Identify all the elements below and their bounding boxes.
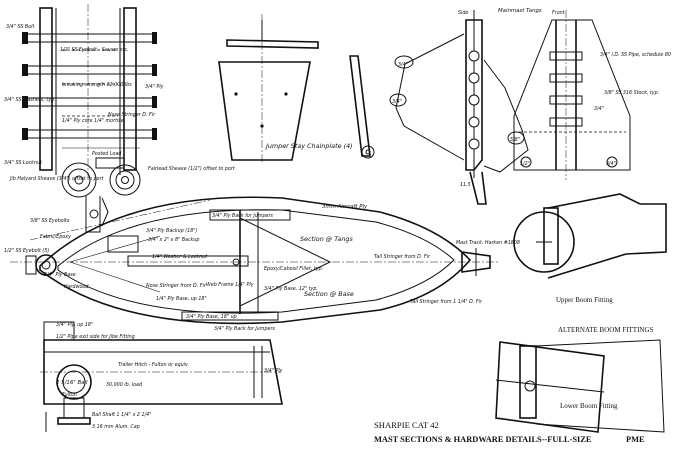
label-ply-up-18: 3/4" Ply, up 18" (56, 322, 93, 328)
label-ply-base-lower: 3/4" Ply Base, 18" up (186, 314, 237, 320)
jumper-stay-chainplate (218, 14, 375, 162)
label-jumper-stay: Jumper Stay Chainplate (4) (264, 142, 353, 150)
label-load-30000: 30,000 lb. load (106, 382, 143, 388)
bolt-row-3 (22, 96, 157, 108)
label-hardwood: Hardwood (64, 284, 89, 290)
label-lower-boom: Lower Boom Fitting (560, 402, 618, 410)
label-backup-34x2x8: 3/4" x 2" x 8" Backup (148, 237, 199, 243)
label-ply-back-jumpers-bot: 3/4" Ply Back for Jumpers (214, 326, 275, 332)
label-hole-2: 3/4" (392, 99, 402, 105)
label-hole-1: 3/4" (398, 62, 408, 68)
title-project: SHARPIE CAT 42 (374, 420, 439, 430)
label-ss-locknut: 3/4" SS Locknut (4, 160, 43, 166)
label-ss-eyebolt-top: 1/2" SS Eyebolt - Sauser etc. (60, 47, 129, 53)
label-epoxy-fillet: Epoxy/Cabosil Fillet, typ. (264, 266, 323, 272)
jib-halyard-sheave (61, 162, 97, 198)
label-fabric-epoxy: Fabric/Epoxy (40, 234, 71, 240)
label-dim-side: 11.5 (460, 182, 471, 188)
label-ss-eyebolts-mid: 3/8" SS Eyebolts (30, 218, 70, 224)
lower-boom-fitting (495, 339, 665, 433)
mast-section-profile (10, 196, 500, 325)
label-ball-shaft: Ball Shaft 1 1/4" x 2 1/4" (92, 412, 151, 418)
label-section-tangs: Section @ Tangs (300, 235, 353, 243)
title-block: SHARPIE CAT 42 MAST SECTIONS & HARDWARE … (374, 420, 645, 444)
label-fairlead: Fairlead Sheave (1/2") offset to port (148, 166, 236, 172)
label-tail-stringer-bot: Tail Stringer from 1 1/4" D. Fir (410, 299, 483, 305)
label-breaking-strength: breaking strength 12,000 lbs (62, 82, 132, 88)
fairlead-sheave (109, 164, 141, 196)
label-upper-boom: Upper Boom Fitting (556, 296, 613, 304)
label-ss-pipe: 3/4" I.D. SS Pipe, schedule 80 (600, 52, 671, 58)
label-front: Front (552, 10, 566, 16)
label-washer-locknut: 1/4" Washer & Locknut (152, 254, 208, 260)
label-section-base: Section @ Base (304, 290, 354, 298)
label-jib-halyard: Jib Halyard Sheave (3/4") offset to port (9, 176, 105, 182)
label-trailer-hitch: Trailer Hitch - Fulton or equiv. (118, 362, 189, 368)
label-alternate-boom: ALTERNATE BOOM FITTINGS (558, 326, 654, 334)
label-web-frame: Web Frame 1/4" Ply (206, 282, 254, 288)
label-posted-load: Posted Load (92, 151, 122, 157)
title-designer: PME (626, 435, 645, 444)
bolt-row-2 (22, 64, 157, 76)
mainmast-tangs-front (513, 10, 631, 180)
label-ply-34: 3/4" Ply (145, 84, 164, 90)
label-alum-cap: 3 16 mm Alum. Cap (92, 424, 140, 430)
label-tail-stringer-top: Tail Stringer from D. Fir (374, 254, 431, 260)
label-hole-6: 3/4" (594, 106, 604, 112)
label-ss-washers: 3/4" SS Washers, typ. (4, 97, 56, 103)
label-nose-stringer-top: Nose Stringer D. Fir (108, 112, 156, 118)
label-nose-stringer-mid: Nose Stringer from D. Fir (146, 283, 207, 289)
label-ss-bolt: 3/4" SS Bolt (6, 24, 35, 30)
trailer-hitch-assembly (40, 321, 283, 432)
label-mainmast-tangs: Mainmast Tangs (498, 8, 542, 14)
label-ply-base-left: 3/4" Ply Base (44, 272, 76, 278)
label-ply-back-jumpers-top: 3/4" Ply Back for Jumpers (212, 213, 273, 219)
label-hole-5: 3/4" (606, 161, 616, 167)
label-ss-eyebolt-left: 1/2" SS Eyebolt (5) (4, 248, 49, 254)
label-ss-stock: 3/8" SS 316 Stock, typ. (604, 90, 659, 96)
bolt-row-1 (22, 32, 157, 44)
label-ply-core: 1/4" Ply core 1/4" mortise (62, 118, 124, 124)
label-ply-file-note: 3/4" Ply Base, 12" typ. (264, 286, 318, 292)
label-mast-track: Mast Track, Harken #1808 (456, 240, 520, 246)
label-hole-3: 5/8" (510, 137, 520, 143)
label-ball: 2 5/16" Ball (56, 380, 88, 386)
bolt-row-4 (22, 128, 157, 140)
label-side: Side (458, 10, 468, 16)
label-ply-backup-18: 3/4" Ply Backup (18") (146, 228, 197, 234)
masthead-bolt-stack (22, 4, 211, 241)
label-ply-base-18: 1/4" Ply Base, up 18" (156, 296, 207, 302)
label-hole-4: 1/2" (520, 161, 530, 167)
label-ply-vertical: 3/4" Ply (264, 368, 283, 374)
label-aircraft-ply: 3mm Aircraft Ply (322, 204, 368, 210)
label-pipe-exit: 1/2" Pipe exit side for Jibe Fitting (56, 334, 135, 340)
title-drawing: MAST SECTIONS & HARDWARE DETAILS--FULL-S… (374, 435, 592, 444)
mainmast-tangs-side (389, 10, 529, 205)
label-fulton: Fulton (62, 392, 77, 398)
annotations: 3/4" SS Bolt 3/4" SS Washers, typ. 3/4" … (4, 8, 671, 430)
upper-boom-fitting (513, 193, 667, 279)
